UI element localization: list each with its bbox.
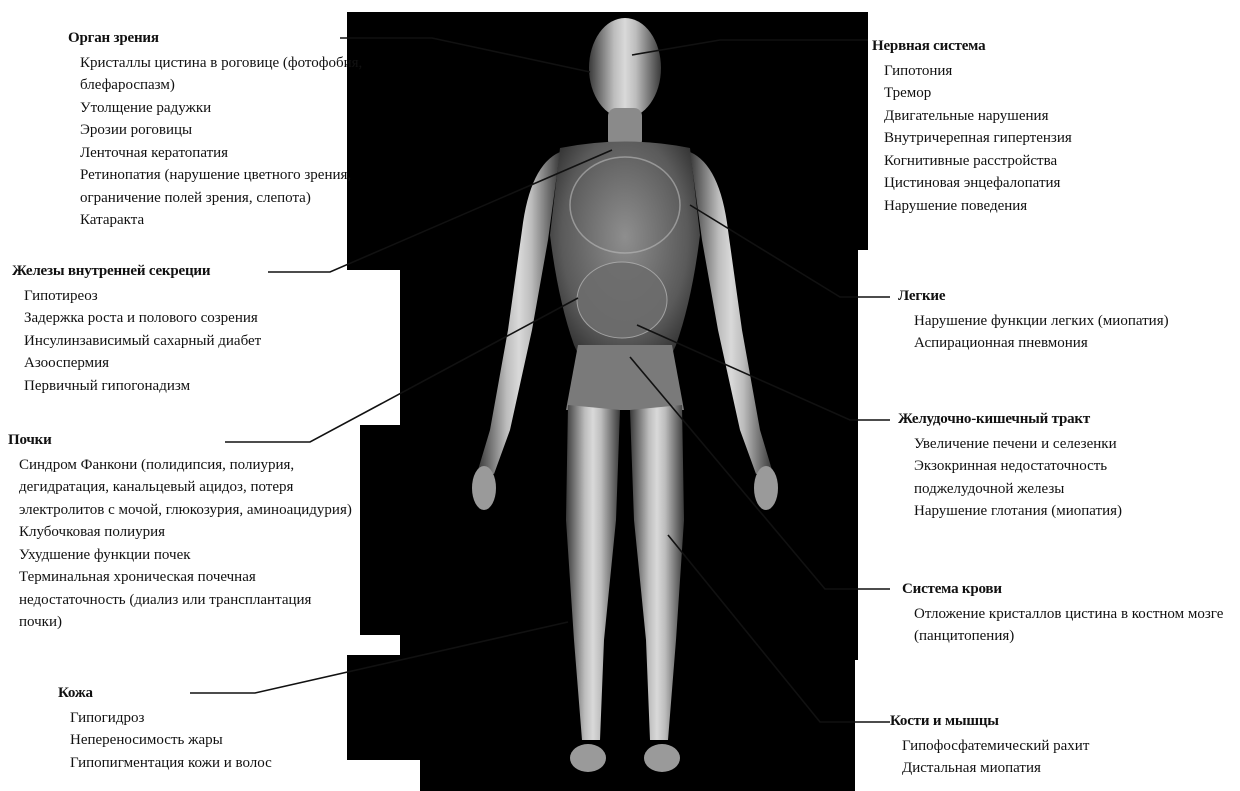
list-item: Клубочковая полиурия xyxy=(19,521,358,544)
intestines xyxy=(577,262,667,338)
list-item: Ухудшение функции почек xyxy=(19,544,358,567)
list-item: Эрозии роговицы xyxy=(80,119,413,142)
list-item: Гипофосфатемический рахит xyxy=(902,735,1190,758)
list-item: Увеличение печени и селезенки xyxy=(914,433,1164,456)
list-item: Внутричерепная гипертензия xyxy=(884,127,1172,150)
right-foot xyxy=(644,744,680,772)
list-item: Нарушение поведения xyxy=(884,195,1172,218)
list-item: Экзокринная недостаточность поджелудочно… xyxy=(914,455,1164,500)
list-item: Когнитивные расстройства xyxy=(884,150,1172,173)
left-hand xyxy=(472,466,496,510)
section-title: Кожа xyxy=(58,682,358,705)
item-list: Гипофосфатемический рахит Дистальная мио… xyxy=(902,735,1190,780)
item-list: Гипотония Тремор Двигательные нарушения … xyxy=(884,60,1172,218)
item-list: Нарушение функции легких (миопатия) Аспи… xyxy=(914,310,1233,355)
list-item: Кристаллы цистина в роговице (фотофобия,… xyxy=(80,52,413,97)
list-item: Синдром Фанкони (полидипсия, полиурия, д… xyxy=(19,454,358,522)
section-kidneys: Почки Синдром Фанкони (полидипсия, полиу… xyxy=(8,429,358,634)
list-item: Азооспермия xyxy=(24,352,342,375)
list-item: Нарушение функции легких (миопатия) xyxy=(914,310,1233,333)
right-hand xyxy=(754,466,778,510)
item-list: Кристаллы цистина в роговице (фотофобия,… xyxy=(80,52,413,232)
list-item: Дистальная миопатия xyxy=(902,757,1190,780)
list-item: Цистиновая энцефалопатия xyxy=(884,172,1172,195)
list-item: Ленточная кератопатия xyxy=(80,142,413,165)
list-item: Аспирационная пневмония xyxy=(914,332,1233,355)
section-title: Нервная система xyxy=(872,35,1172,58)
list-item: Утолщение радужки xyxy=(80,97,413,120)
section-skin: Кожа Гипогидроз Непереносимость жары Гип… xyxy=(58,682,358,774)
section-title: Почки xyxy=(8,429,358,452)
section-lungs: Легкие Нарушение функции легких (миопати… xyxy=(898,285,1233,355)
list-item: Тремор xyxy=(884,82,1172,105)
head xyxy=(589,18,661,118)
list-item: Задержка роста и полового созрения xyxy=(24,307,342,330)
section-title: Система крови xyxy=(902,578,1236,601)
left-foot xyxy=(570,744,606,772)
item-list: Гипогидроз Непереносимость жары Гипопигм… xyxy=(70,707,358,775)
section-endocrine: Железы внутренней секреции Гипотиреоз За… xyxy=(12,260,342,397)
section-gi: Желудочно-кишечный тракт Увеличение пече… xyxy=(898,408,1218,523)
list-item: Терминальная хроническая почечная недост… xyxy=(19,566,358,634)
item-list: Гипотиреоз Задержка роста и полового соз… xyxy=(24,285,342,398)
item-list: Отложение кристаллов цистина в костном м… xyxy=(914,603,1236,648)
list-item: Ретинопатия (нарушение цветного зрения, … xyxy=(80,164,413,209)
list-item: Гипотиреоз xyxy=(24,285,342,308)
list-item: Катаракта xyxy=(80,209,413,232)
item-list: Синдром Фанкони (полидипсия, полиурия, д… xyxy=(19,454,358,634)
list-item: Гипопигментация кожи и волос xyxy=(70,752,358,775)
list-item: Непереносимость жары xyxy=(70,729,358,752)
section-title: Желудочно-кишечный тракт xyxy=(898,408,1218,431)
section-title: Железы внутренней секреции xyxy=(12,260,342,283)
section-nervous: Нервная система Гипотония Тремор Двигате… xyxy=(872,35,1172,217)
section-title: Орган зрения xyxy=(68,27,413,50)
section-title: Легкие xyxy=(898,285,1233,308)
section-bones: Кости и мышцы Гипофосфатемический рахит … xyxy=(890,710,1190,780)
list-item: Первичный гипогонадизм xyxy=(24,375,342,398)
list-item: Отложение кристаллов цистина в костном м… xyxy=(914,603,1236,648)
section-eye: Орган зрения Кристаллы цистина в роговиц… xyxy=(68,27,413,232)
section-title: Кости и мышцы xyxy=(890,710,1190,733)
section-blood: Система крови Отложение кристаллов цисти… xyxy=(902,578,1236,648)
item-list: Увеличение печени и селезенки Экзокринна… xyxy=(914,433,1164,523)
list-item: Двигательные нарушения xyxy=(884,105,1172,128)
list-item: Гипотония xyxy=(884,60,1172,83)
list-item: Инсулинзависимый сахарный диабет xyxy=(24,330,342,353)
list-item: Нарушение глотания (миопатия) xyxy=(914,500,1164,523)
list-item: Гипогидроз xyxy=(70,707,358,730)
